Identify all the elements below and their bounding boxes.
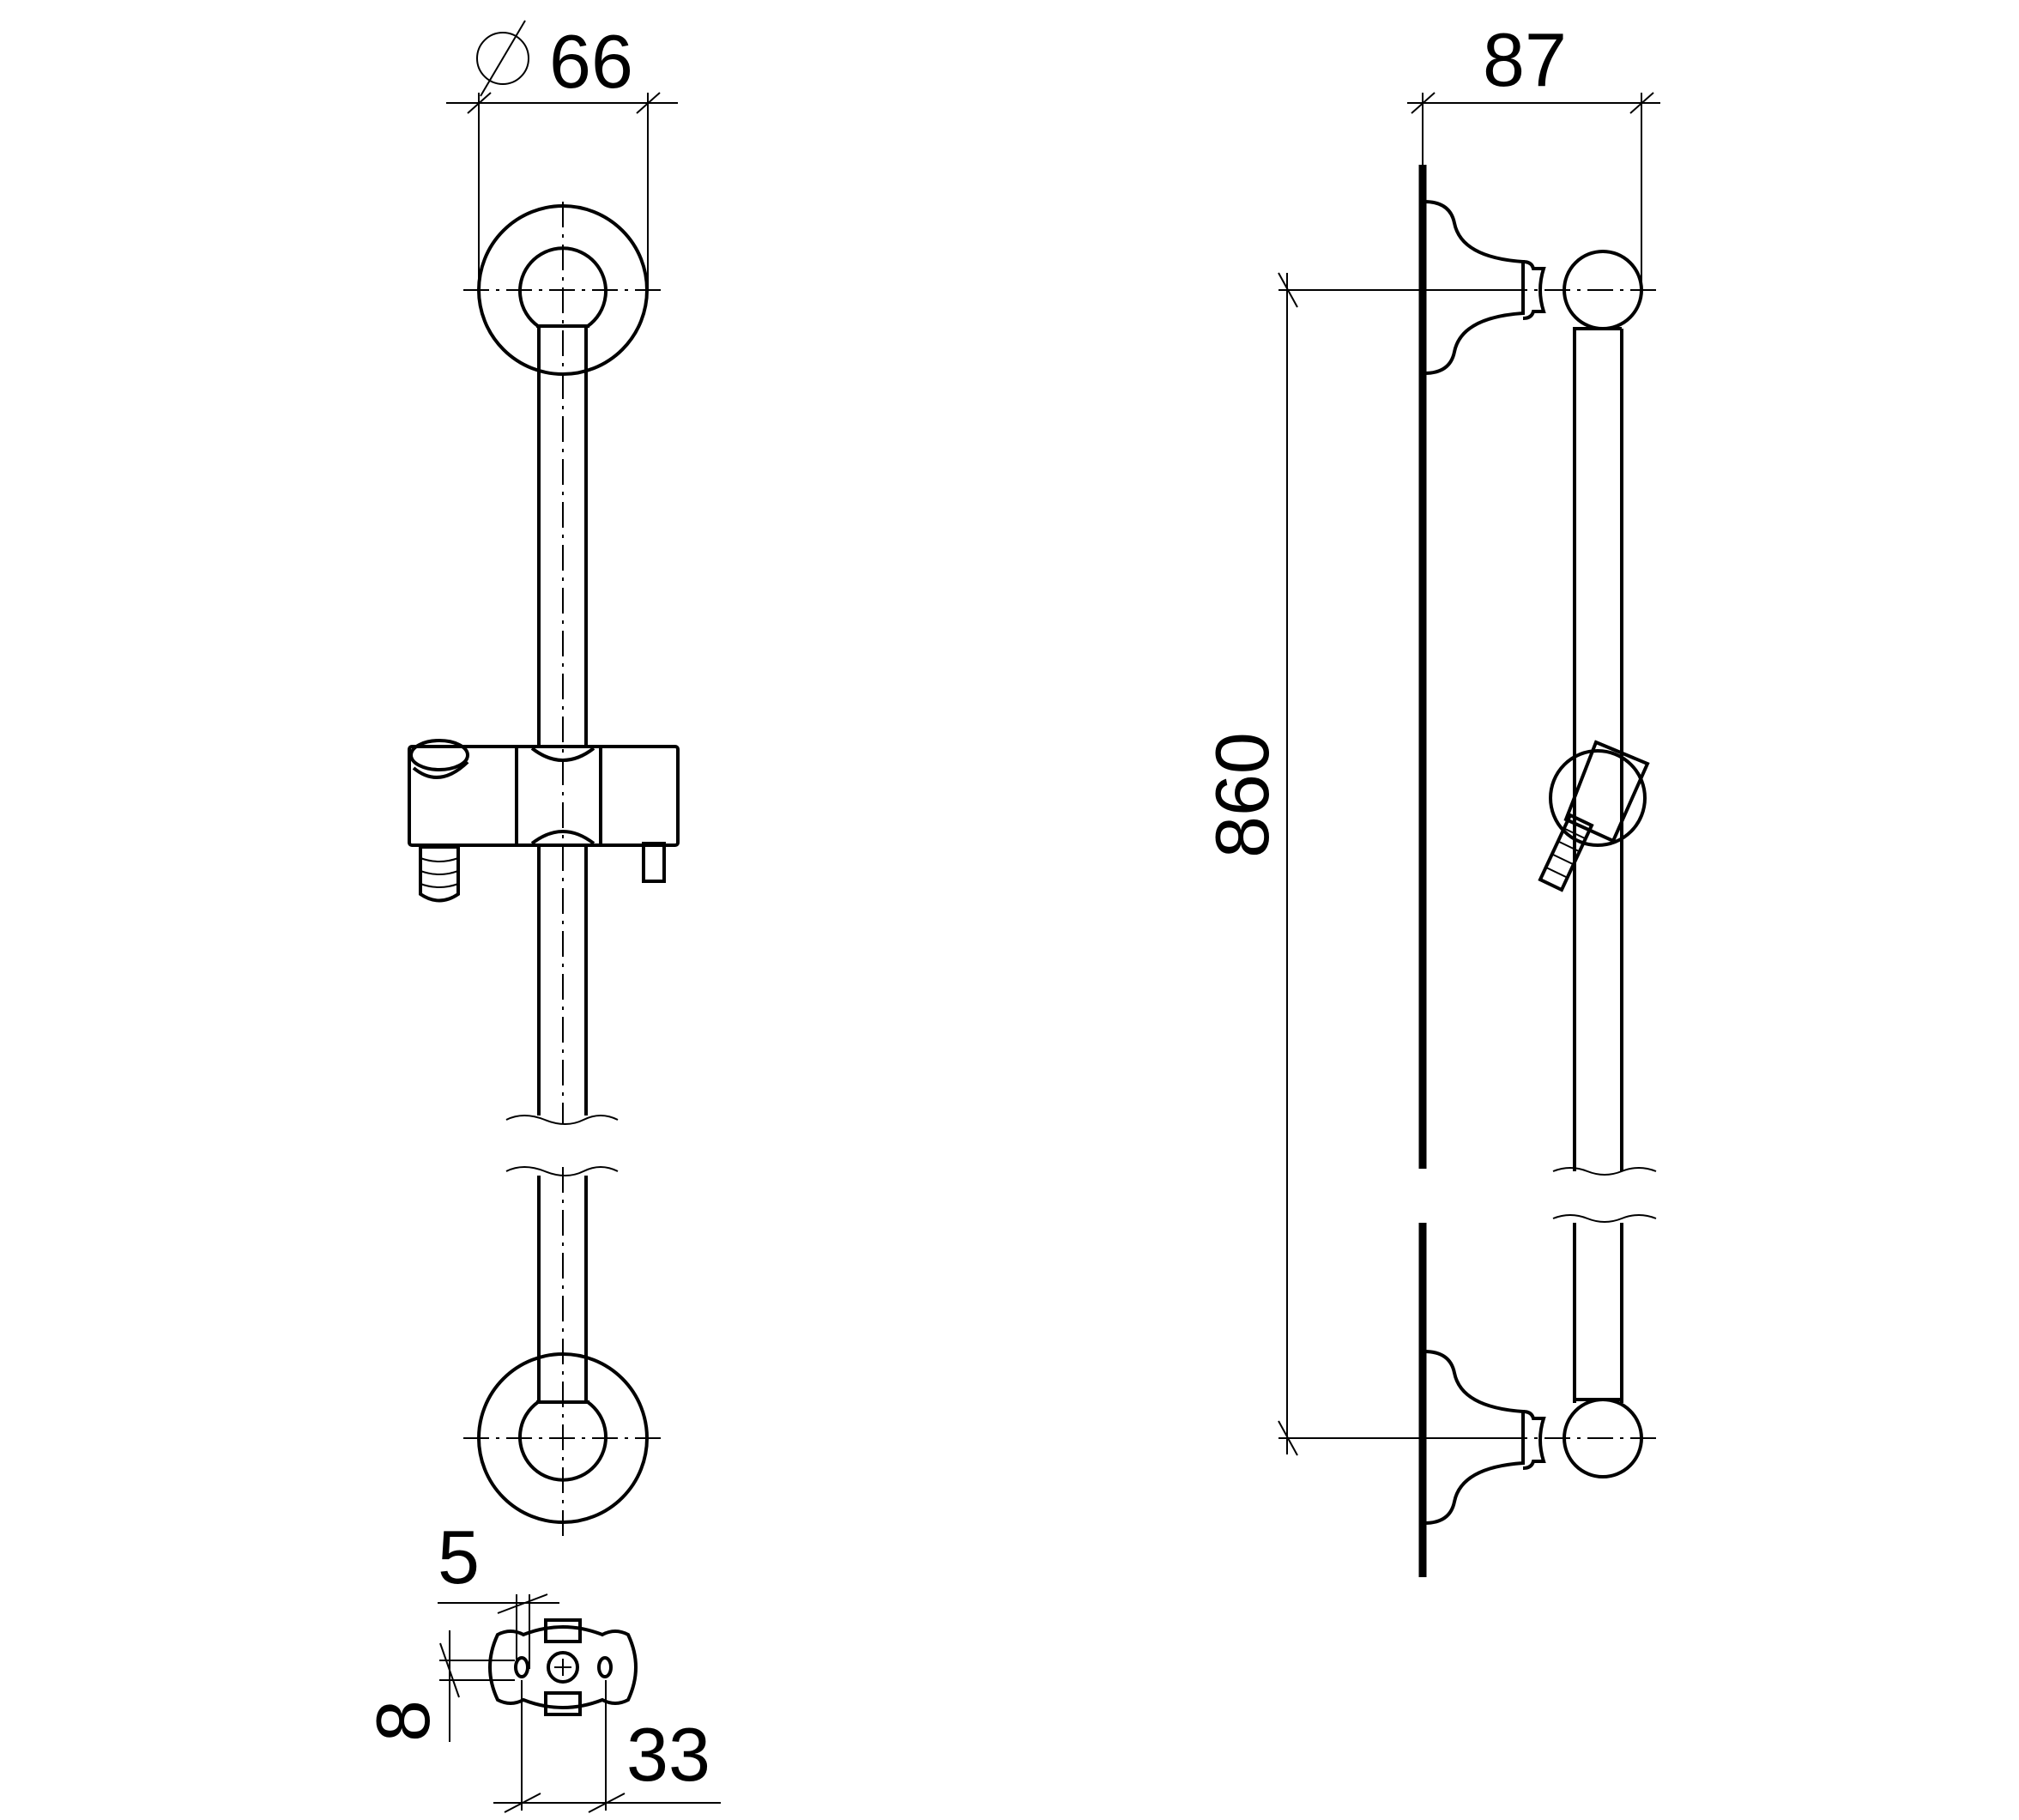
pin-label: 5 (438, 1515, 480, 1599)
front-view: 66 5 8 33 (360, 19, 721, 1813)
bottom-bracket (1416, 1350, 1660, 1525)
rail-upper (505, 202, 619, 1536)
diameter-icon (476, 32, 529, 85)
bottom-rosette (463, 1352, 661, 1524)
dimension-length: 860 (1200, 272, 1510, 1456)
top-bracket (1416, 200, 1660, 375)
side-rail (1552, 329, 1657, 1403)
diameter-label: 66 (549, 19, 633, 104)
dimension-depth: 87 (1407, 17, 1660, 283)
slider (408, 739, 680, 903)
spacing-label: 33 (626, 1712, 710, 1797)
side-slider (1538, 740, 1650, 892)
dimension-diameter: 66 (446, 19, 678, 290)
wall-mount-plate: 5 8 33 (360, 1515, 721, 1813)
side-view: 87 860 (1200, 17, 1660, 1577)
slot-label: 8 (360, 1700, 445, 1742)
length-label: 860 (1200, 732, 1285, 858)
depth-label: 87 (1483, 17, 1567, 102)
